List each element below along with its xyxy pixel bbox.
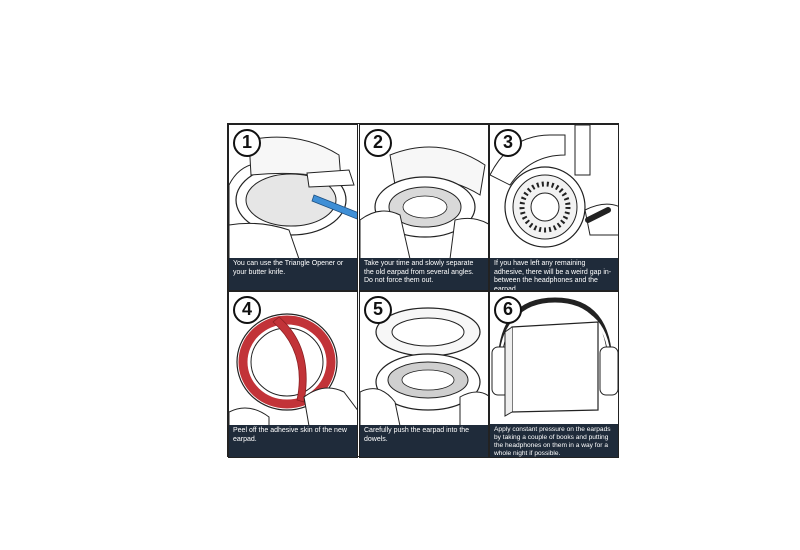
instruction-sheet: 1 You can use the Triangle Opener or you…: [227, 123, 619, 458]
step-2-panel: 2 Take your time and slowly separate the…: [359, 124, 489, 291]
step-caption: Apply constant pressure on the earpads b…: [490, 424, 618, 457]
step-number: 6: [494, 296, 522, 324]
step-number: 3: [494, 129, 522, 157]
step-3-panel: 3 If you have left any remaining adhesiv…: [489, 124, 619, 291]
step-number: 4: [233, 296, 261, 324]
step-number: 2: [364, 129, 392, 157]
adhesive-ring: [238, 315, 336, 409]
step-caption: You can use the Triangle Opener or your …: [229, 258, 357, 290]
triangle-opener-tool: [311, 194, 357, 220]
step-3-illustration: [490, 125, 618, 248]
step-5-panel: 5 Carefully push the earpad into the dow…: [359, 291, 489, 458]
books-stack: [511, 321, 599, 413]
step-number: 5: [364, 296, 392, 324]
step-6-illustration: [491, 297, 618, 417]
step-2-illustration: [360, 146, 488, 259]
step-4-illustration: [229, 313, 357, 426]
step-1-illustration: [229, 136, 357, 259]
adhesive-strip: [272, 316, 307, 403]
step-6-panel: 6 Apply constant pressure on the earpads…: [489, 291, 619, 458]
step-number: 1: [233, 129, 261, 157]
step-caption: Take your time and slowly separate the o…: [360, 258, 488, 290]
step-4-panel: 4 Peel off the adhesive skin of the new …: [228, 291, 358, 458]
step-caption: If you have left any remaining adhesive,…: [490, 258, 618, 290]
step-5-illustration: [360, 307, 488, 426]
step-caption: Carefully push the earpad into the dowel…: [360, 425, 488, 457]
step-1-panel: 1 You can use the Triangle Opener or you…: [228, 124, 358, 291]
step-caption: Peel off the adhesive skin of the new ea…: [229, 425, 357, 457]
